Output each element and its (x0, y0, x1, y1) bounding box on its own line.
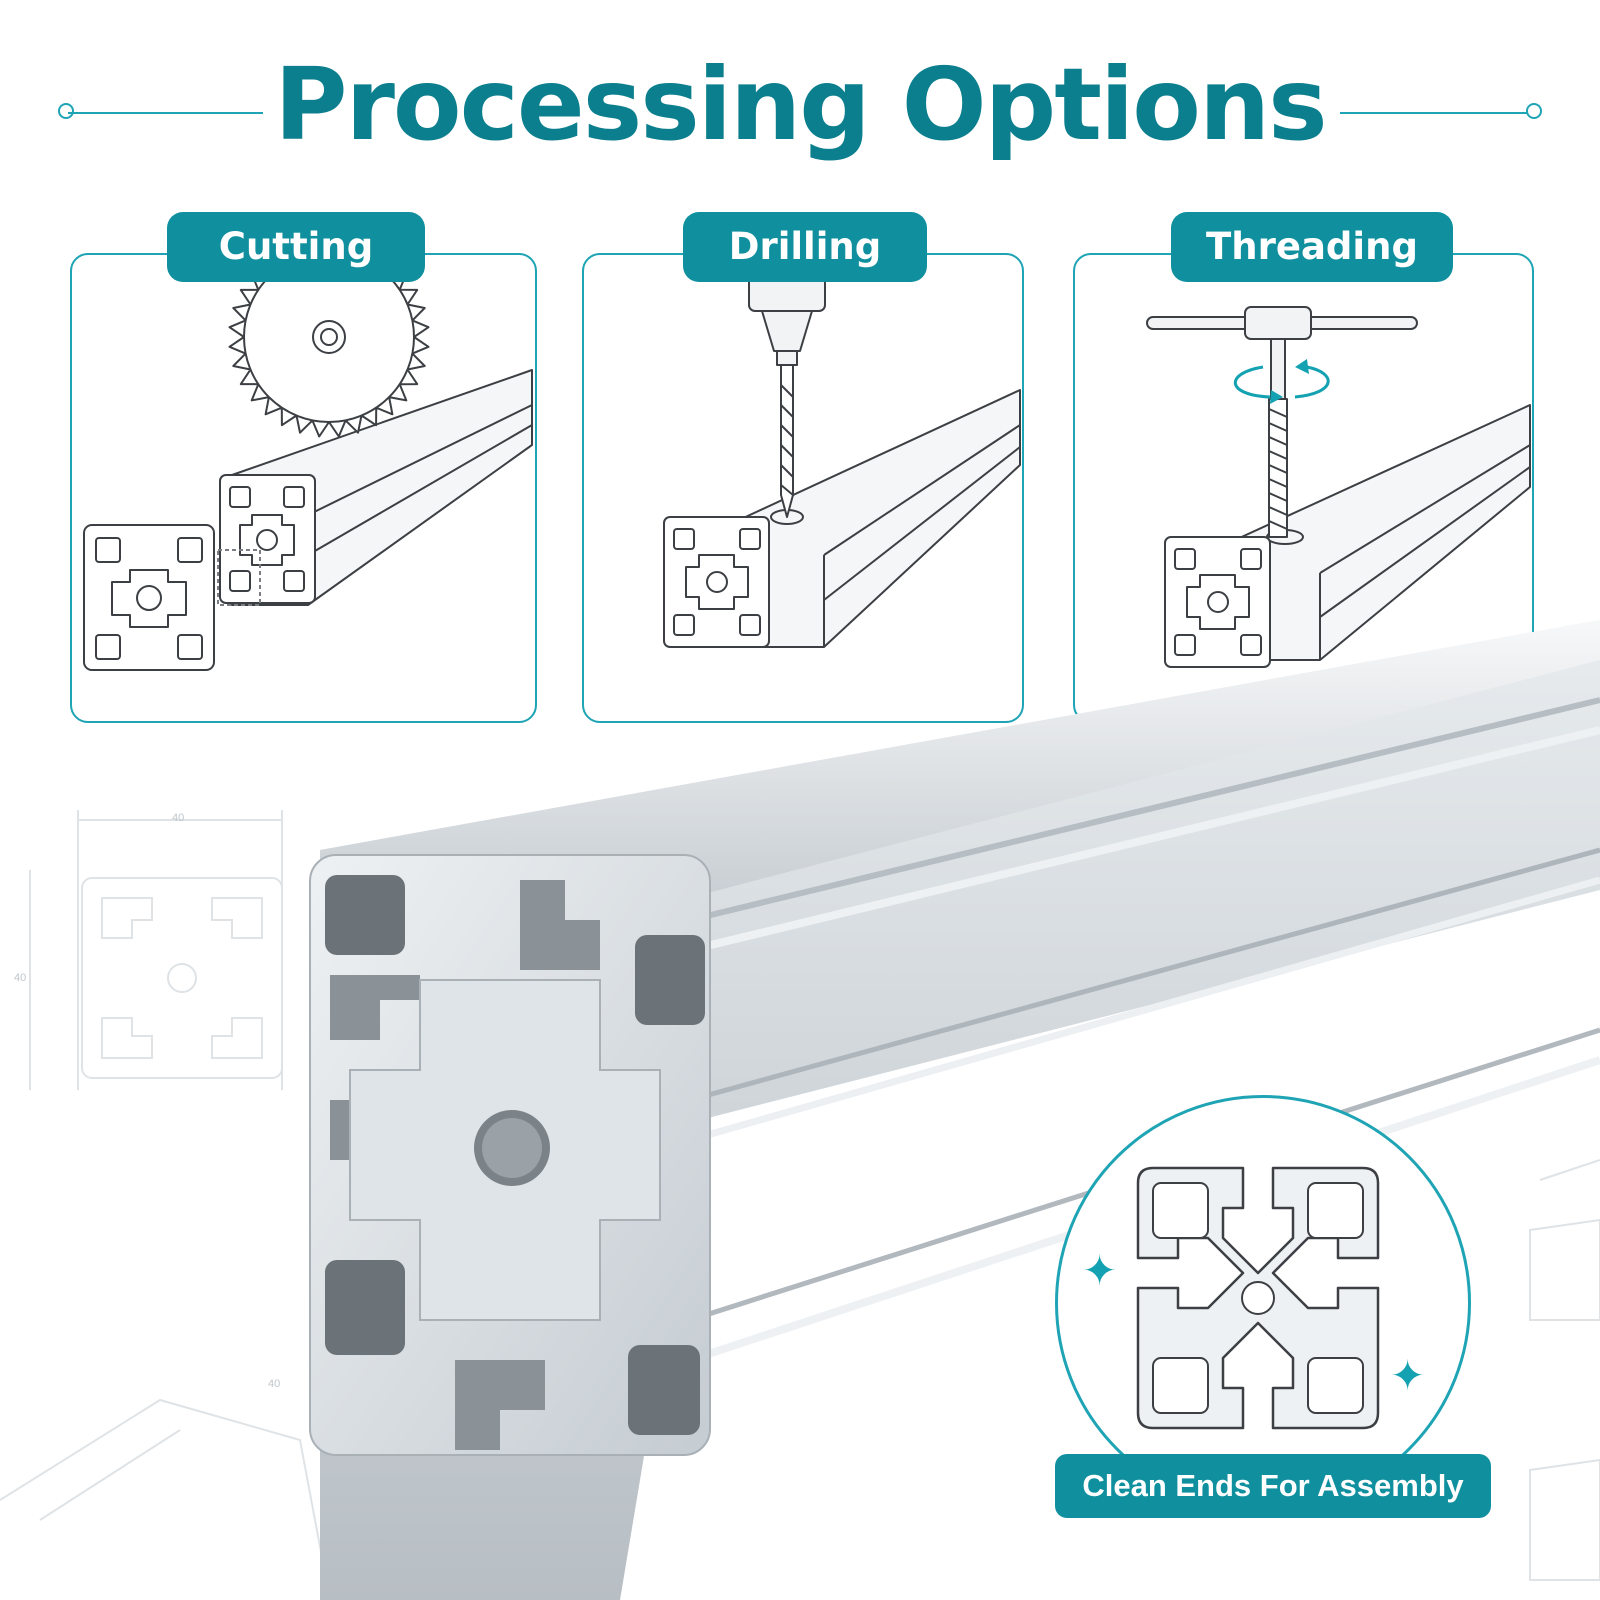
clean-ends-inset (1055, 1095, 1471, 1511)
panel-cutting (70, 253, 537, 723)
rotate-arrow-icon (1270, 390, 1283, 404)
tag-threading: Threading (1171, 212, 1453, 282)
dimension-label-side: 40 (14, 972, 27, 984)
title-rule-dot-right (1526, 103, 1542, 119)
dimension-label-bottom: 40 (268, 1378, 281, 1390)
rotate-arrow-icon (1295, 359, 1309, 374)
tag-drilling: Drilling (683, 212, 927, 282)
drill-bit-icon (663, 274, 1021, 648)
clean-ends-label: Clean Ends For Assembly (1055, 1454, 1491, 1518)
panel-drilling (582, 253, 1024, 723)
tap-wrench-icon (1146, 306, 1531, 668)
profile-cross-section-icon (1136, 1166, 1380, 1430)
title-rule-dot-left (58, 103, 74, 119)
panel-threading (1073, 253, 1534, 723)
saw-blade-icon (83, 255, 533, 671)
title-rule-left (68, 112, 263, 114)
sparkle-icon: ✦ (1390, 1352, 1426, 1399)
tag-cutting: Cutting (167, 212, 425, 282)
dimension-label-top: 40 (172, 812, 185, 824)
sparkle-icon: ✦ (1082, 1247, 1118, 1294)
page-title: Processing Options (274, 46, 1327, 163)
technical-drawing (0, 810, 1600, 1600)
title-rule-right (1340, 112, 1532, 114)
profile-end-face (309, 854, 711, 1456)
aluminum-profile-extrusion (0, 620, 1600, 1600)
